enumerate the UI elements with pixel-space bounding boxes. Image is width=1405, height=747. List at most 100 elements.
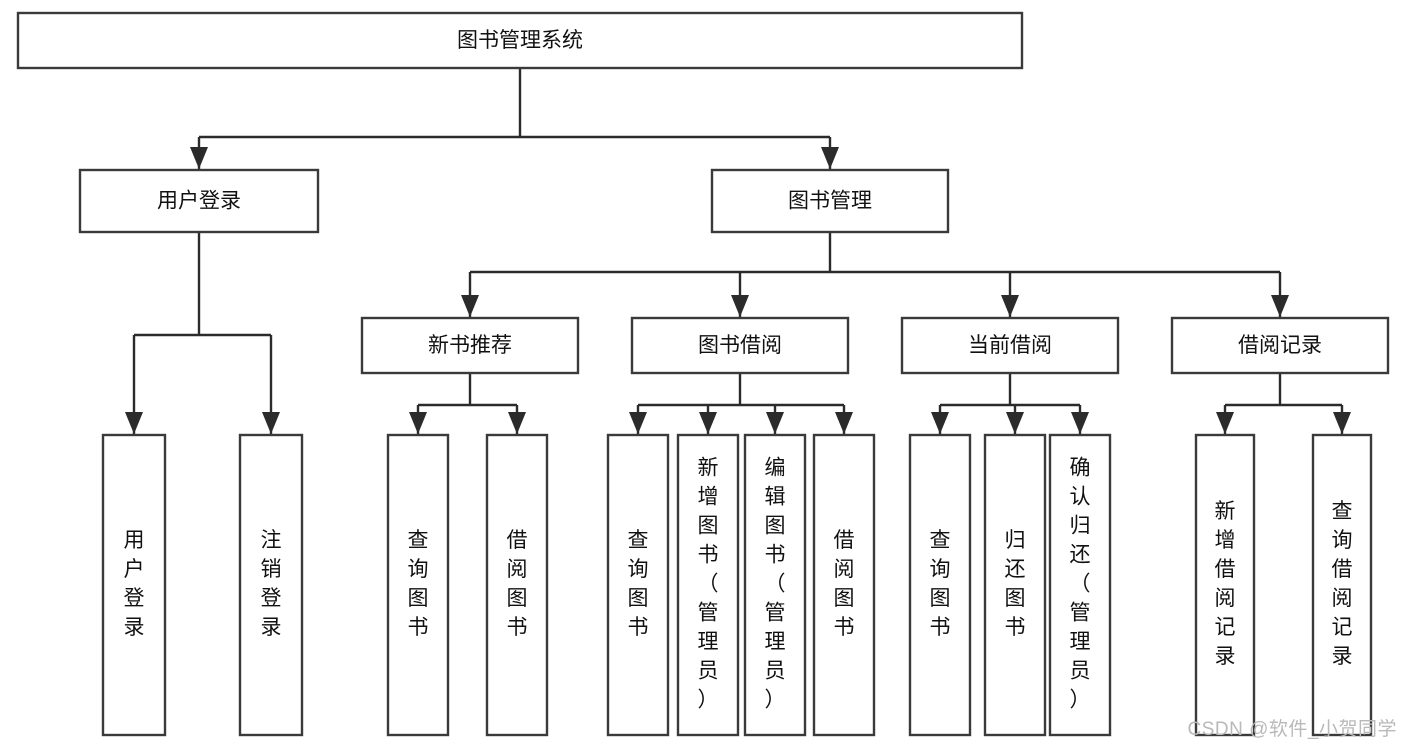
node-label-edit-book-admin: 管 (765, 602, 786, 625)
node-label-edit-book-admin: 辑 (765, 486, 786, 509)
node-box-return-book (983, 433, 1047, 737)
node-label-query-book-1: 书 (408, 616, 429, 639)
node-label-root: 图书管理系统 (457, 29, 583, 52)
node-label-confirm-return-admin: 归 (1070, 515, 1091, 538)
node-label-borrow-records: 借阅记录 (1238, 334, 1322, 357)
node-box-current-borrow (900, 316, 1120, 375)
node-borrow-records[interactable]: 借阅记录 (1170, 316, 1390, 375)
node-label-add-book-admin: 员 (698, 660, 719, 683)
node-label-edit-book-admin: 员 (765, 660, 786, 683)
node-label-book-management: 图书管理 (788, 190, 872, 213)
watermark-label: CSDN @软件_小贺同学 (1187, 719, 1397, 740)
node-box-query-book-3 (908, 433, 972, 737)
node-label-query-borrow-record: 阅 (1332, 587, 1353, 610)
node-label-return-book: 还 (1005, 558, 1026, 581)
node-label-query-borrow-record: 询 (1332, 529, 1353, 552)
arrow-head-icon (409, 412, 427, 434)
node-box-borrow-records (1170, 316, 1390, 375)
node-label-return-book: 图 (1005, 587, 1026, 610)
node-box-add-book-admin (676, 433, 740, 737)
arrow-head-icon (262, 412, 280, 434)
node-box-user-login (78, 168, 320, 234)
node-label-query-book-1: 询 (408, 558, 429, 581)
node-box-book-management (710, 168, 950, 234)
node-label-query-borrow-record: 借 (1332, 558, 1353, 581)
node-label-user-logout-action: 录 (261, 616, 282, 639)
node-root[interactable]: 图书管理系统 (16, 11, 1024, 70)
node-label-add-borrow-record: 增 (1215, 529, 1236, 552)
node-label-confirm-return-admin: 员 (1070, 660, 1091, 683)
node-label-confirm-return-admin: 理 (1070, 631, 1091, 654)
node-layer: 图书管理系统用户登录用户登录注销登录图书管理新书推荐查询图书借阅图书图书借阅查询… (16, 11, 1390, 737)
node-new-book-recommend[interactable]: 新书推荐 (360, 316, 580, 375)
node-label-borrow-book-2: 书 (834, 616, 855, 639)
node-label-user-logout-action: 销 (261, 558, 282, 581)
node-label-user-login: 用户登录 (157, 190, 241, 213)
node-label-add-borrow-record: 新 (1215, 500, 1236, 523)
arrow-head-icon (1216, 412, 1234, 434)
node-box-root (16, 11, 1024, 70)
node-box-query-borrow-record (1311, 433, 1373, 737)
node-box-new-book-recommend (360, 316, 580, 375)
connector-layer (125, 68, 1351, 434)
node-label-edit-book-admin: 书 (765, 544, 786, 567)
node-label-return-book: 书 (1005, 616, 1026, 639)
node-label-add-book-admin: 图 (698, 515, 719, 538)
arrow-head-icon (1001, 295, 1019, 317)
node-label-borrow-book-2: 阅 (834, 558, 855, 581)
node-label-query-book-3: 询 (930, 558, 951, 581)
node-label-query-book-3: 查 (930, 529, 951, 552)
node-label-add-book-admin: 理 (698, 631, 719, 654)
arrow-head-icon (1006, 412, 1024, 434)
arrow-head-icon (1333, 412, 1351, 434)
node-label-query-borrow-record: 记 (1332, 616, 1353, 639)
node-label-add-book-admin: 管 (698, 602, 719, 625)
arrow-head-icon (699, 412, 717, 434)
node-current-borrow[interactable]: 当前借阅 (900, 316, 1120, 375)
node-box-user-login-action (101, 433, 167, 737)
node-label-query-book-1: 查 (408, 529, 429, 552)
node-box-query-book-2 (606, 433, 670, 737)
node-label-confirm-return-admin: 确 (1070, 457, 1091, 480)
node-box-add-borrow-record (1194, 433, 1256, 737)
node-book-borrow[interactable]: 图书借阅 (630, 316, 850, 375)
node-label-user-login-action: 登 (124, 587, 145, 610)
node-label-borrow-book-1: 借 (507, 529, 528, 552)
node-book-management[interactable]: 图书管理 (710, 168, 950, 234)
arrow-head-icon (766, 412, 784, 434)
arrow-head-icon (1071, 412, 1089, 434)
node-label-borrow-book-1: 阅 (507, 558, 528, 581)
node-label-query-book-2: 询 (628, 558, 649, 581)
node-label-add-borrow-record: 借 (1215, 558, 1236, 581)
node-user-login[interactable]: 用户登录 (78, 168, 320, 234)
node-box-borrow-book-1 (485, 433, 549, 737)
node-label-query-book-3: 书 (930, 616, 951, 639)
node-label-confirm-return-admin: 还 (1070, 544, 1091, 567)
node-label-query-book-2: 图 (628, 587, 649, 610)
arrow-head-icon (1271, 295, 1289, 317)
node-label-query-book-1: 图 (408, 587, 429, 610)
node-label-borrow-book-2: 借 (834, 529, 855, 552)
node-box-user-logout-action (238, 433, 304, 737)
node-label-user-login-action: 户 (124, 558, 145, 581)
node-label-query-book-3: 图 (930, 587, 951, 610)
arrow-head-icon (835, 412, 853, 434)
node-label-edit-book-admin: 理 (765, 631, 786, 654)
arrow-head-icon (461, 295, 479, 317)
node-user-login-action[interactable]: 用户登录 (101, 433, 167, 737)
arrow-head-icon (190, 147, 208, 169)
